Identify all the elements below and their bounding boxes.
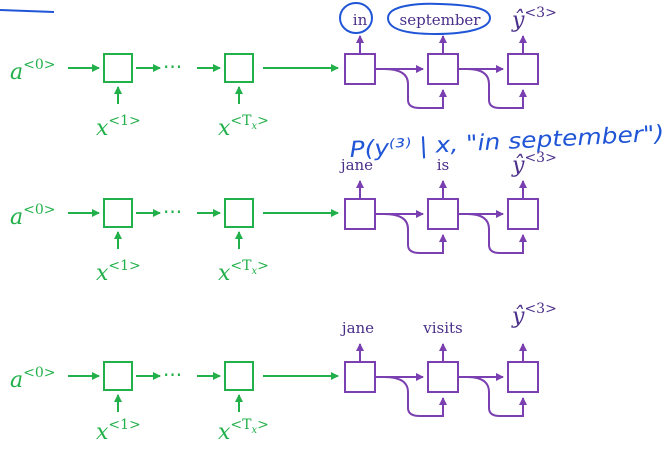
corner-pen-stroke bbox=[0, 9, 55, 13]
decoder-cell-3 bbox=[507, 361, 539, 393]
output-word-1: in bbox=[353, 11, 368, 29]
decoder-cell-1 bbox=[344, 53, 376, 85]
decoder: in september ŷ<3> bbox=[344, 5, 557, 109]
row-1-beam: a<0> ··· x<1> x<Tx> in september bbox=[10, 2, 557, 141]
output-word-2: visits bbox=[422, 319, 463, 337]
input-x1: x<1> bbox=[96, 258, 141, 286]
output-word-1: jane bbox=[339, 156, 373, 174]
circle-word-1 bbox=[339, 2, 373, 34]
output-word-2: september bbox=[400, 11, 482, 29]
input-a0: a<0> bbox=[10, 365, 56, 393]
decoder-cell-1 bbox=[344, 361, 376, 393]
selection-circles bbox=[339, 2, 492, 36]
input-a0: a<0> bbox=[10, 57, 56, 85]
row-2-beam: a<0> ··· x<1> x<Tx> jane is bbox=[10, 150, 557, 286]
input-xT: x<Tx> bbox=[218, 258, 269, 286]
encoder-cell-T bbox=[224, 53, 254, 83]
ellipsis: ··· bbox=[163, 55, 182, 79]
encoder-cell-1 bbox=[103, 53, 133, 83]
feedback-arrow-1 bbox=[383, 68, 447, 109]
feedback-arrow-2 bbox=[466, 376, 527, 417]
ellipsis: ··· bbox=[163, 363, 182, 387]
output-yhat: ŷ<3> bbox=[511, 301, 557, 329]
decoder-cell-2 bbox=[427, 198, 459, 230]
input-x1: x<1> bbox=[96, 417, 141, 445]
encoder-cell-1 bbox=[103, 198, 133, 228]
decoder-cell-2 bbox=[427, 53, 459, 85]
output-yhat: ŷ<3> bbox=[511, 5, 557, 33]
row-3-beam: a<0> ··· x<1> x<Tx> jane visits bbox=[10, 301, 557, 445]
input-xT: x<Tx> bbox=[218, 417, 269, 445]
decoder: jane is ŷ<3> bbox=[339, 150, 557, 254]
feedback-arrow-1 bbox=[383, 213, 447, 254]
output-word-2: is bbox=[437, 156, 450, 174]
input-x1: x<1> bbox=[96, 113, 141, 141]
decoder-cell-2 bbox=[427, 361, 459, 393]
probability-annotation: P(y⁽³⁾ | x, "in september") bbox=[349, 122, 665, 163]
feedback-arrow-1 bbox=[383, 376, 447, 417]
decoder-cell-3 bbox=[507, 198, 539, 230]
output-yhat: ŷ<3> bbox=[511, 150, 557, 178]
output-word-1: jane bbox=[340, 319, 374, 337]
decoder-cell-3 bbox=[507, 53, 539, 85]
feedback-arrow-2 bbox=[466, 213, 527, 254]
encoder: a<0> ··· x<1> x<Tx> bbox=[10, 198, 339, 286]
decoder-cell-1 bbox=[344, 198, 376, 230]
feedback-arrow-2 bbox=[466, 68, 527, 109]
decoder: jane visits ŷ<3> bbox=[340, 301, 557, 417]
encoder-cell-T bbox=[224, 198, 254, 228]
encoder-cell-T bbox=[224, 361, 254, 391]
ellipsis: ··· bbox=[163, 200, 182, 224]
encoder-cell-1 bbox=[103, 361, 133, 391]
circle-word-2 bbox=[386, 2, 492, 36]
encoder: a<0> ··· x<1> x<Tx> bbox=[10, 361, 339, 445]
input-a0: a<0> bbox=[10, 202, 56, 230]
input-xT: x<Tx> bbox=[218, 113, 269, 141]
encoder: a<0> ··· x<1> x<Tx> bbox=[10, 53, 339, 141]
